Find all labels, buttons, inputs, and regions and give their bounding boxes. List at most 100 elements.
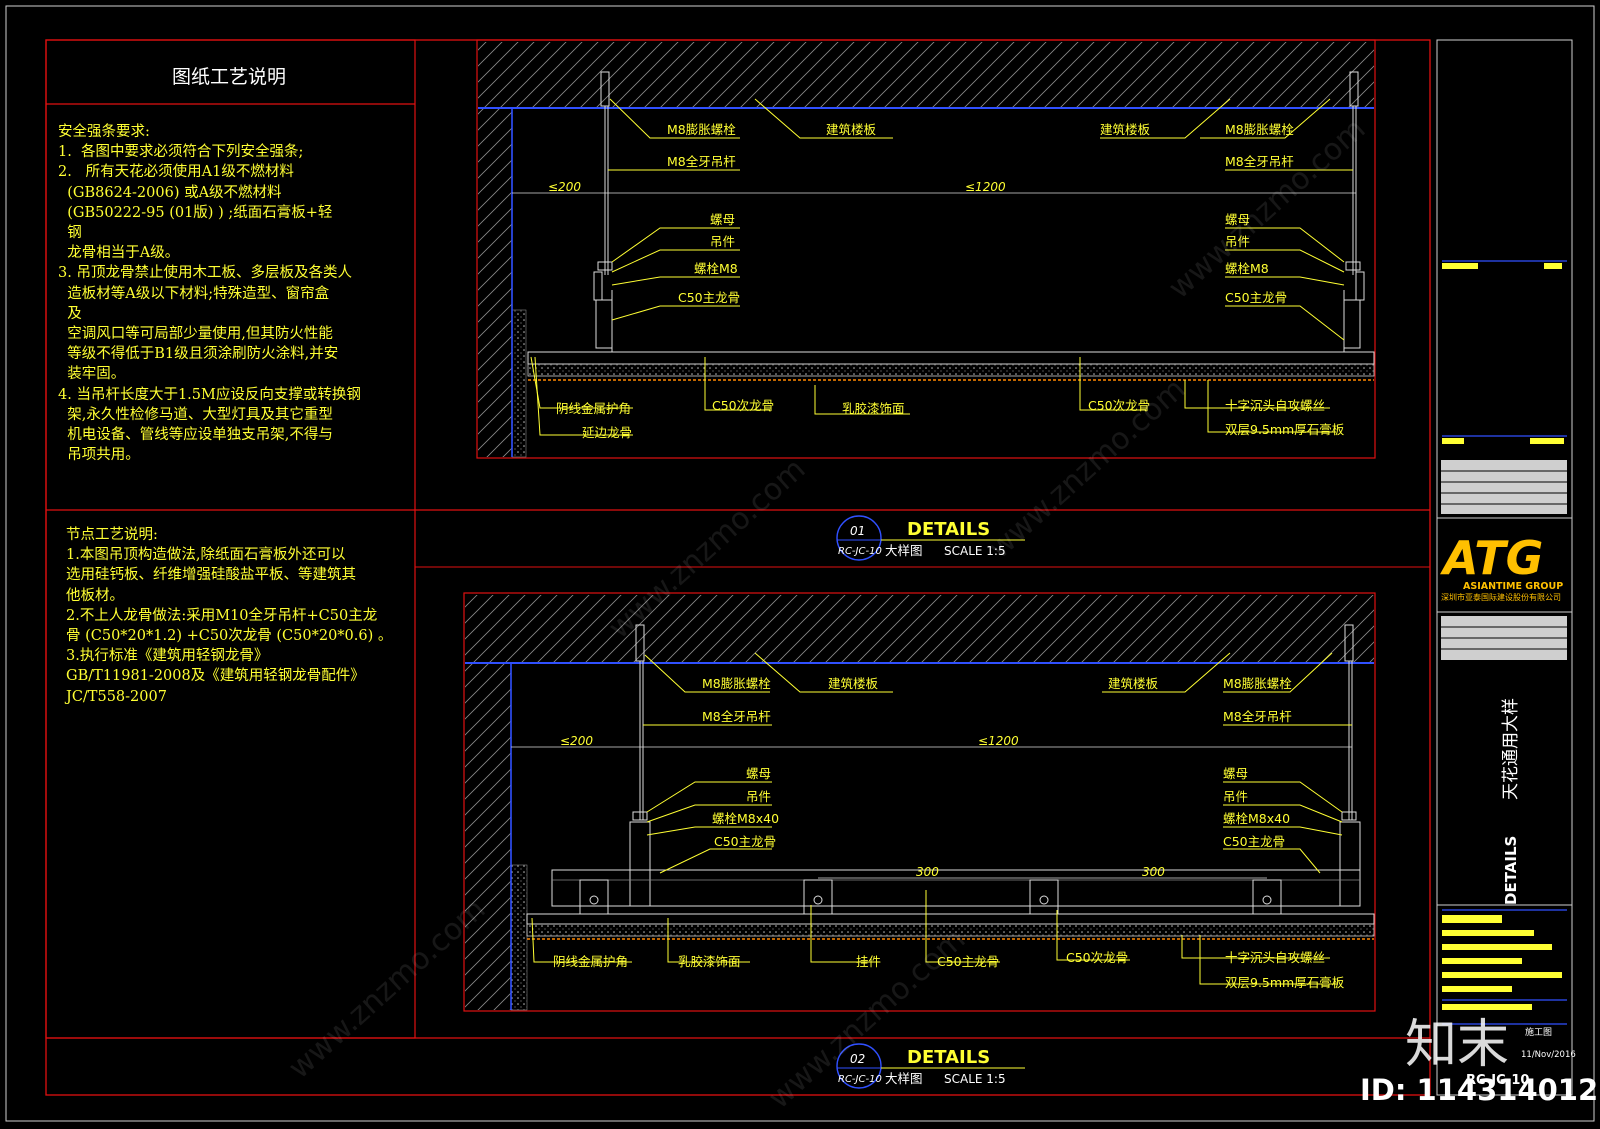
watermark-brand: 知末 [1405, 1015, 1509, 1075]
detail1-tag-number: 01 [850, 524, 865, 538]
detail-1: ≤200 ≤1200 M8膨胀螺栓 [476, 39, 1376, 561]
label: 吊件 [710, 234, 735, 249]
detail2-wall-finish [510, 864, 528, 1011]
detail2-secondary-keel [526, 913, 1375, 925]
note-line: (GB8624-2006) 或A级不燃材料 [58, 184, 282, 201]
label: 乳胶漆饰面 [678, 954, 741, 969]
drawing-title: 天花通用大样 [1501, 698, 1521, 800]
label: 建筑楼板 [826, 122, 877, 137]
label: 吊件 [1225, 234, 1250, 249]
note-line: 吊项共用。 [58, 447, 140, 464]
detail2-span-1: 300 [916, 865, 939, 879]
note-line: 3.执行标准《建筑用轻钢龙骨》 [66, 648, 269, 665]
detail2-tag-title: DETAILS [907, 1047, 990, 1068]
label: 乳胶漆饰面 [842, 401, 905, 416]
label: 螺母 [1223, 766, 1248, 781]
note-line: 选用硅钙板、纤维增强硅酸盐平板、等建筑其 [66, 567, 356, 584]
title-block: ATG ASIANTIME GROUP 深圳市亚泰国际建设股份有限公司 天花通用… [1436, 39, 1576, 1096]
detail1-tag-ref: RC-JC-10 [838, 546, 882, 557]
sheet-border-outer [5, 5, 1595, 1122]
label: 吊件 [1223, 789, 1248, 804]
note-line: 造板材等A级以下材料;特殊造型、窗帘盒 [58, 285, 330, 302]
detail1-tag: 01 RC-JC-10 DETAILS 大样图 SCALE 1:5 [836, 515, 1025, 561]
detail2-tag: 02 RC-JC-10 DETAILS 大样图 SCALE 1:5 [836, 1043, 1025, 1089]
detail1-frame [476, 39, 1376, 459]
note-line: 装牢固。 [58, 366, 126, 383]
drawing-stage: 施工图 [1525, 1026, 1552, 1038]
label: M8膨胀螺栓 [667, 122, 736, 137]
detail1-wall [478, 108, 512, 457]
label: C50主龙骨 [678, 290, 740, 305]
detail2-tag-ref: RC-JC-10 [838, 1074, 882, 1085]
label: 阴线金属护角 [553, 954, 628, 969]
detail1-tag-scale: SCALE 1:5 [944, 544, 1006, 558]
company-name-en: ASIANTIME GROUP [1463, 581, 1563, 592]
detail2-dim-left: ≤200 [560, 734, 593, 748]
label: 螺栓M8 [694, 261, 738, 276]
note-line: 4. 当吊杆长度大于1.5M应设反向支撑或转换钢 [58, 386, 361, 403]
detail1-hanger-left [593, 71, 613, 352]
note-line: (GB50222-95 (01版) ) ;纸面石膏板+轻 [58, 204, 333, 221]
label: 十字沉头自攻螺丝 [1225, 398, 1325, 413]
label: M8全牙吊杆 [667, 154, 736, 169]
label: 双层9.5mm厚石膏板 [1225, 975, 1345, 990]
label: M8全牙吊杆 [702, 709, 771, 724]
note-line: 2.不上人龙骨做法:采用M10全牙吊杆+C50主龙 [66, 607, 378, 624]
detail2-span-2: 300 [1142, 865, 1165, 879]
detail2-gypsum-board [526, 923, 1375, 937]
detail2-tag-sub: 大样图 [885, 1071, 923, 1086]
detail1-dim-main: ≤1200 [965, 180, 1006, 194]
detail2-clips [579, 879, 1282, 915]
label: C50主龙骨 [937, 954, 999, 969]
detail1-tag-title: DETAILS [907, 519, 990, 540]
detail1-leaders [530, 98, 1353, 436]
note-line: 他板材。 [66, 587, 124, 604]
detail2-tag-scale: SCALE 1:5 [944, 1072, 1006, 1086]
atg-logo: ATG [1440, 531, 1543, 585]
title-block-fields [1441, 260, 1567, 1025]
company-name-cn: 深圳市亚泰国际建设股份有限公司 [1441, 592, 1561, 602]
detail1-tag-sub: 大样图 [885, 543, 923, 558]
label: 螺栓M8x40 [1223, 811, 1290, 826]
detail2-labels: M8膨胀螺栓 建筑楼板 建筑楼板 M8膨胀螺栓 M8全牙吊杆 M8全牙吊杆 螺母… [553, 676, 1345, 990]
note-line: 2. 所有天花必须使用A1级不燃材料 [58, 164, 294, 181]
label: C50次龙骨 [1088, 398, 1150, 413]
title-block-frame [1436, 39, 1573, 1096]
note-line: 安全强条要求: [58, 124, 150, 140]
watermark-site: www.znzmo.com [282, 892, 492, 1086]
sheet-number: RC-JC-10 [1466, 1073, 1529, 1088]
drawing-date: 11/Nov/2016 [1521, 1050, 1576, 1060]
label: M8膨胀螺栓 [1223, 676, 1292, 691]
label: 挂件 [856, 954, 881, 969]
label: C50次龙骨 [1066, 950, 1128, 965]
note-line: 骨 (C50*20*1.2) +C50次龙骨 (C50*20*0.6) 。 [66, 628, 393, 645]
note-line: 1. 各图中要求必须符合下列安全强条; [58, 144, 304, 161]
detail2-dim-main: ≤1200 [978, 734, 1019, 748]
detail1-hanger-right [1343, 71, 1365, 352]
label: 十字沉头自攻螺丝 [1225, 950, 1325, 965]
label: C50次龙骨 [712, 398, 774, 413]
label: 建筑楼板 [1100, 122, 1151, 137]
detail1-labels: M8膨胀螺栓 建筑楼板 建筑楼板 M8膨胀螺栓 M8全牙吊杆 M8全牙吊杆 螺母… [556, 122, 1345, 440]
label: 建筑楼板 [828, 676, 879, 691]
label: 延边龙骨 [582, 425, 632, 440]
detail2-frame [463, 592, 1376, 1012]
note-line: GB/T11981-2008及《建筑用轻钢龙骨配件》 [66, 668, 365, 685]
label: 螺栓M8 [1225, 261, 1269, 276]
detail2-tag-circle [836, 1043, 882, 1089]
detail1-wall-finish [511, 309, 527, 458]
note-line: JC/T558-2007 [66, 688, 167, 705]
detail2-hanger-right [1339, 624, 1361, 907]
detail1-tag-circle [836, 515, 882, 561]
detail2-slab [465, 595, 1374, 663]
note-line: 钢 [58, 225, 82, 242]
label: C50主龙骨 [1223, 834, 1285, 849]
detail1-slab [478, 42, 1374, 108]
detail2-tag-number: 02 [850, 1052, 865, 1066]
note-line: 架,永久性检修马道、大型灯具及其它重型 [58, 406, 333, 423]
watermark-id: ID: 1143140123 [1360, 1073, 1600, 1107]
label: M8全牙吊杆 [1225, 154, 1294, 169]
detail-2: ≤200 ≤1200 300 300 [463, 592, 1376, 1089]
